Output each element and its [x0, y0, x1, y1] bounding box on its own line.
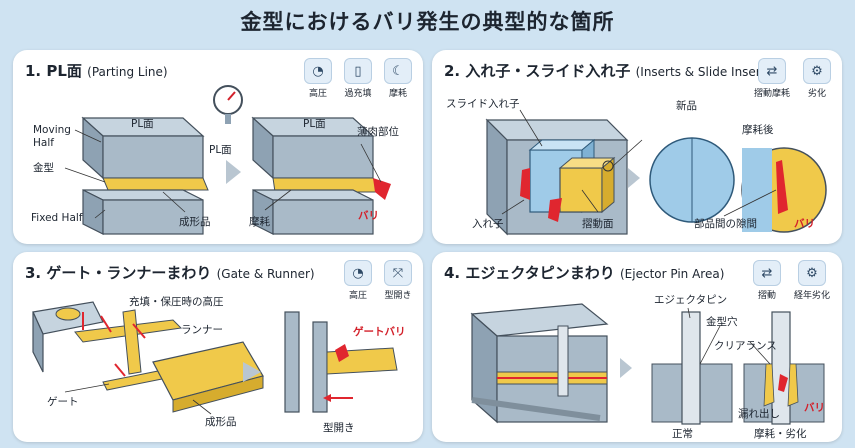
panel3-heading: 3. ゲート・ランナーまわり (Gate & Runner): [25, 262, 315, 283]
panel2-heading-main: 2. 入れ子・スライド入れ子: [444, 62, 631, 80]
badge-high-pressure: ◔ 高圧: [301, 58, 335, 99]
label-filling-pressure: 充填・保圧時の高圧: [129, 296, 224, 308]
label-mold-hole: 金型穴: [706, 316, 738, 328]
badge-label: 型開き: [384, 291, 412, 301]
panel-inserts: 2. 入れ子・スライド入れ子 (Inserts & Slide Inserts)…: [432, 50, 842, 244]
badge-label: 劣化: [807, 89, 826, 99]
open-arrows-icon: ⤧: [384, 260, 412, 286]
label-molded-part: 成形品: [179, 216, 211, 228]
badge-label: 摺動: [757, 291, 776, 301]
label-pl-face-right: PL面: [303, 118, 326, 130]
panel2-heading-sub: (Inserts & Slide Inserts): [635, 65, 777, 79]
label-gate: ゲート: [47, 396, 79, 408]
label-gap: 部品間の隙間: [694, 218, 757, 230]
gear-icon: ⚙: [803, 58, 831, 84]
gear-icon: ⚙: [798, 260, 826, 286]
label-wear: 摩耗: [249, 216, 270, 228]
label-mold: 金型: [33, 162, 54, 174]
badge-label: 高圧: [308, 89, 327, 99]
panel4-heading-sub: (Ejector Pin Area): [620, 267, 725, 281]
label-sliding-face: 摺動面: [582, 218, 614, 230]
label-fixed-half: Fixed Half: [31, 212, 83, 224]
badge-overfill: ▯ 過充填: [341, 58, 375, 99]
inserts-illustration: [485, 109, 827, 236]
label-mold-open: 型開き: [323, 422, 355, 434]
panel3-heading-sub: (Gate & Runner): [216, 267, 315, 281]
panel4-badges: ⇄ 摺動 ⚙ 経年劣化: [750, 260, 834, 301]
panel-ejector-pin: 4. エジェクタピンまわり (Ejector Pin Area) ⇄ 摺動 ⚙ 経年…: [432, 252, 842, 442]
badge-degradation: ⚙ 劣化: [800, 58, 834, 99]
badge-wear: ☾ 摩耗: [381, 58, 415, 99]
label-molded-part: 成形品: [205, 416, 237, 428]
label-slide-insert: スライド入れ子: [446, 98, 520, 110]
ejector-pin-illustration: [470, 303, 825, 425]
panel4-heading: 4. エジェクタピンまわり (Ejector Pin Area): [444, 262, 724, 283]
label-wear-degradation: 摩耗・劣化: [754, 428, 807, 440]
bottle-icon: ▯: [344, 58, 372, 84]
badge-sliding-wear: ⇄ 摺動摩耗: [750, 58, 794, 99]
slide-icon: ⇄: [758, 58, 786, 84]
gauge-icon: ◔: [304, 58, 332, 84]
badge-label: 摺動摩耗: [753, 89, 790, 99]
badge-label: 摩耗: [388, 89, 407, 99]
panel4-heading-main: 4. エジェクタピンまわり: [444, 264, 615, 282]
badge-aging: ⚙ 経年劣化: [790, 260, 834, 301]
panel2-badges: ⇄ 摺動摩耗 ⚙ 劣化: [750, 58, 834, 99]
label-burr: バリ: [358, 210, 379, 222]
slide-icon: ⇄: [753, 260, 781, 286]
badge-mold-open: ⤧ 型開き: [381, 260, 415, 301]
panel1-heading-sub: (Parting Line): [87, 65, 168, 79]
gate-runner-illustration: [32, 301, 398, 415]
badge-sliding: ⇄ 摺動: [750, 260, 784, 301]
badge-label: 過充填: [344, 89, 372, 99]
label-runner: ランナー: [181, 324, 223, 336]
label-new-part: 新品: [676, 100, 697, 112]
parting-line-illustration: [64, 85, 391, 235]
label-after-wear: 摩耗後: [742, 124, 774, 136]
label-thin-section: 薄肉部位: [357, 126, 399, 138]
label-insert: 入れ子: [472, 218, 504, 230]
label-moving-half: Moving: [33, 124, 71, 136]
badge-label: 経年劣化: [793, 291, 830, 301]
label-normal: 正常: [672, 428, 693, 440]
label-ejector-pin: エジェクタピン: [654, 294, 728, 306]
panel-gate-runner: 3. ゲート・ランナーまわり (Gate & Runner) ◔高圧 ⤧型開き …: [13, 252, 423, 442]
panel1-heading-main: 1. PL面: [25, 62, 82, 80]
panel1-heading: 1. PL面 (Parting Line): [25, 60, 168, 81]
badge-high-pressure: ◔ 高圧: [341, 260, 375, 301]
panel2-heading: 2. 入れ子・スライド入れ子 (Inserts & Slide Inserts): [444, 60, 776, 81]
label-leak: 漏れ出し: [738, 408, 780, 420]
panel3-badges: ◔ 高圧 ⤧ 型開き: [341, 260, 415, 301]
panel1-badges: ◔ 高圧 ▯ 過充填 ☾ 摩耗: [301, 58, 415, 99]
label-burr: バリ: [794, 218, 815, 230]
badge-label: 高圧: [348, 291, 367, 301]
gauge-icon: ◔: [344, 260, 372, 286]
label-clearance: クリアランス: [714, 340, 777, 352]
panel-parting-line: 1. PL面 (Parting Line) ◔ 高圧 ▯ 過充填 ☾ 摩耗 PL面 M…: [13, 50, 423, 244]
label-pl-face-mid: PL面: [209, 144, 232, 156]
moon-wear-icon: ☾: [384, 58, 412, 84]
panel3-heading-main: 3. ゲート・ランナーまわり: [25, 264, 212, 282]
label-moving-half-2: Half: [33, 137, 54, 149]
page-title: 金型におけるバリ発生の典型的な箇所: [240, 10, 615, 34]
label-pl-face-left: PL面: [131, 118, 154, 130]
label-burr: バリ: [804, 402, 825, 414]
label-gate-burr: ゲートバリ: [353, 326, 406, 338]
